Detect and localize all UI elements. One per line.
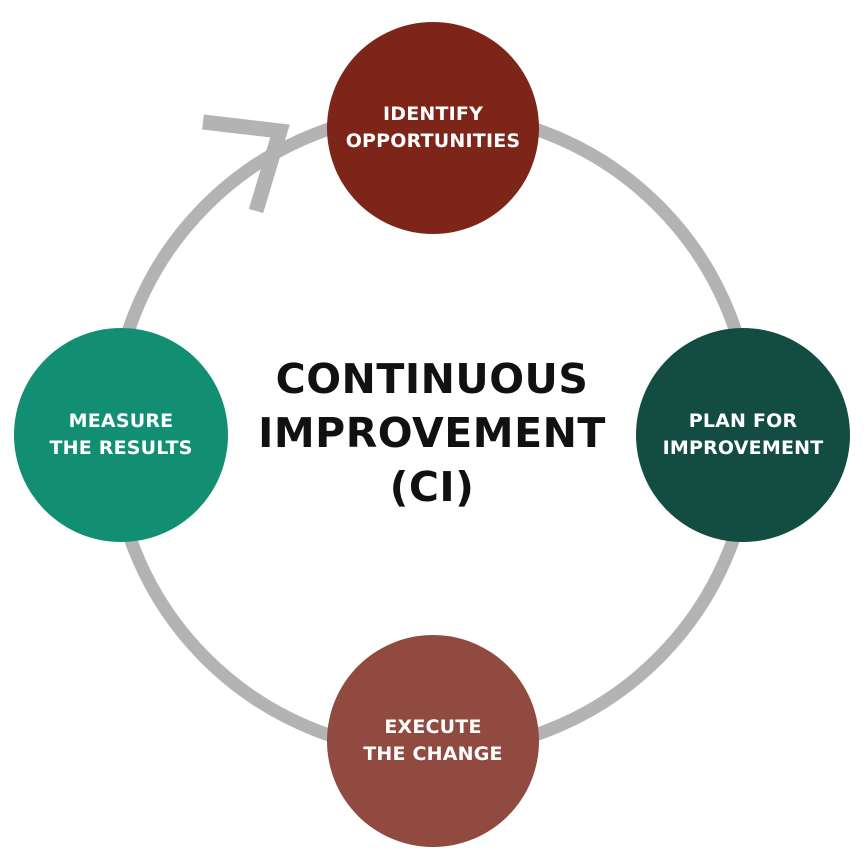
cycle-arrowhead-icon	[202, 114, 290, 214]
node-execute-the-change-label: EXECUTE THE CHANGE	[363, 716, 503, 765]
node-execute-the-change: EXECUTE THE CHANGE	[327, 635, 539, 847]
node-identify-opportunities: IDENTIFY OPPORTUNITIES	[327, 22, 539, 234]
diagram-center-title: CONTINUOUS IMPROVEMENT (CI)	[258, 355, 606, 511]
node-plan-for-improvement: PLAN FOR IMPROVEMENT	[636, 328, 850, 542]
node-identify-opportunities-label: IDENTIFY OPPORTUNITIES	[345, 103, 521, 152]
node-measure-the-results: MEASURE THE RESULTS	[14, 328, 228, 542]
node-measure-the-results-label: MEASURE THE RESULTS	[49, 410, 193, 459]
node-plan-for-improvement-label: PLAN FOR IMPROVEMENT	[662, 410, 824, 459]
